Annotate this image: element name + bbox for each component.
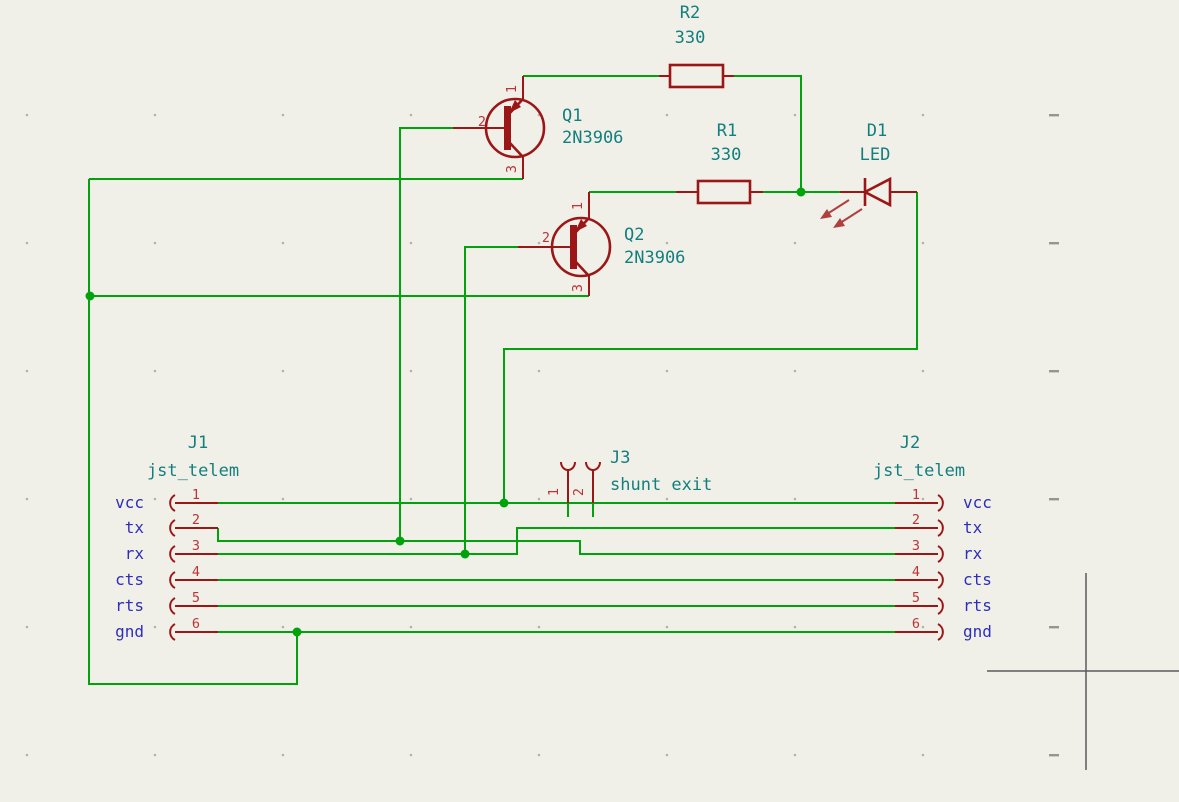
j1-pin-hook: [169, 623, 176, 641]
j1-pin-hook: [169, 519, 176, 537]
j2-ref: J2: [900, 433, 920, 453]
j2-pin-number: 1: [912, 487, 920, 503]
d1-ref: D1: [867, 121, 887, 141]
connector-J1[interactable]: J1 jst_telem 1 vcc 2 tx 3 rx 4 cts 5 rts 6 gnd: [115, 433, 239, 641]
j2-pin-name: tx: [963, 518, 983, 537]
d1-value: LED: [860, 145, 891, 165]
j1-pin-name: cts: [115, 570, 144, 589]
grid-dots: [25, 113, 1059, 757]
j2-pin-hook: [937, 494, 944, 512]
resistor-R2[interactable]: R2 330: [659, 3, 734, 89]
q2-ref: Q2: [624, 225, 644, 245]
junction-dots: [85, 187, 806, 637]
connector-J2[interactable]: J2 jst_telem 1 vcc 2 tx 3 rx 4 cts 5 rts 6 gnd: [873, 433, 992, 641]
j1-pin-number: 1: [192, 487, 200, 503]
j1-pin-number: 2: [192, 512, 200, 528]
j1-pin-hook: [169, 494, 176, 512]
j1-pin-number: 6: [192, 616, 200, 632]
q1-value: 2N3906: [562, 128, 623, 148]
resistor-R1[interactable]: R1 330: [676, 121, 763, 205]
j2-pin-name: vcc: [963, 493, 992, 512]
j1-pin-number: 4: [192, 564, 200, 580]
q2-value: 2N3906: [624, 248, 685, 268]
j1-pin-number: 5: [192, 590, 200, 606]
j2-pin-number: 2: [912, 512, 920, 528]
j3-pin2-number: 2: [571, 488, 587, 496]
q1-ref: Q1: [562, 106, 582, 126]
j2-pin-hook: [937, 623, 944, 641]
j1-pin-name: vcc: [115, 493, 144, 512]
j2-pin-hook: [937, 571, 944, 589]
j2-pin-name: rx: [963, 544, 983, 563]
j1-value: jst_telem: [147, 461, 239, 481]
j2-value: jst_telem: [873, 461, 965, 481]
j2-pin-name: cts: [963, 570, 992, 589]
wires[interactable]: [88, 75, 918, 685]
q2-pin1-number: 1: [570, 202, 586, 210]
j1-pin-name: tx: [125, 518, 145, 537]
r1-ref: R1: [717, 121, 737, 141]
j2-pin-name: rts: [963, 596, 992, 615]
transistor-Q1[interactable]: 1 2 3 Q1 2N3906: [453, 76, 623, 179]
j2-pin-number: 5: [912, 590, 920, 606]
q1-pin3-number: 3: [504, 165, 520, 173]
q1-pin2-number: 2: [478, 114, 486, 130]
r2-value: 330: [675, 28, 706, 48]
crosshair-cursor[interactable]: [987, 573, 1179, 770]
r1-value: 330: [711, 145, 742, 165]
j1-pin-hook: [169, 545, 176, 563]
j1-pin-name: gnd: [115, 622, 144, 641]
j1-pin-number: 3: [192, 538, 200, 554]
j3-pin1-number: 1: [546, 488, 562, 496]
led-emission-arrows: [820, 199, 863, 228]
j1-ref: J1: [188, 433, 208, 453]
j2-pin-number: 6: [912, 616, 920, 632]
j2-pin-number: 4: [912, 564, 920, 580]
j1-pin-name: rts: [115, 596, 144, 615]
j3-ref: J3: [610, 448, 630, 468]
led-D1[interactable]: D1 LED: [820, 121, 917, 228]
j2-pin-hook: [937, 519, 944, 537]
j2-pin-hook: [937, 545, 944, 563]
r2-ref: R2: [680, 3, 700, 23]
q2-pin3-number: 3: [570, 284, 586, 292]
j2-pin-number: 3: [912, 538, 920, 554]
q2-pin2-number: 2: [542, 230, 550, 246]
transistor-Q2[interactable]: 1 2 3 Q2 2N3906: [518, 192, 685, 296]
j2-pin-hook: [937, 597, 944, 615]
q1-pin1-number: 1: [504, 85, 520, 93]
j1-pin-hook: [169, 571, 176, 589]
connector-J3[interactable]: 1 2 J3 shunt exit: [546, 448, 712, 503]
j2-pin-name: gnd: [963, 622, 992, 641]
j1-pin-hook: [169, 597, 176, 615]
j1-pin-name: rx: [125, 544, 145, 563]
j3-value: shunt exit: [610, 475, 712, 495]
